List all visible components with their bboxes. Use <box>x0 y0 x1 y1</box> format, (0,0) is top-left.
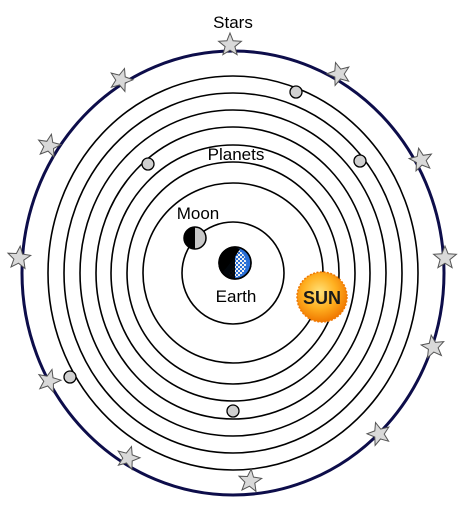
planets-label: Planets <box>208 145 265 164</box>
stars-label: Stars <box>213 13 253 32</box>
orbit-ring <box>126 161 340 385</box>
earth-icon <box>218 246 252 280</box>
star-icon <box>365 421 390 447</box>
star-icon <box>6 244 33 270</box>
moon-icon <box>183 226 207 250</box>
star-icon <box>37 132 63 159</box>
planets-group <box>63 85 367 418</box>
star-icon <box>110 67 135 93</box>
earth-label: Earth <box>216 287 257 306</box>
star-icon <box>407 146 433 173</box>
star-icon <box>432 244 458 269</box>
orbit-ring <box>110 144 356 402</box>
star-icon <box>217 31 243 56</box>
orbit-ring <box>181 221 285 325</box>
planet-icon <box>63 370 77 384</box>
orbit-ring <box>95 126 371 420</box>
stars-group <box>6 31 458 493</box>
planet-icon <box>289 85 303 99</box>
star-icon <box>419 333 445 359</box>
orbit-ring <box>47 75 419 471</box>
star-icon <box>37 368 63 394</box>
sun-label: SUN <box>303 288 341 308</box>
planet-icon <box>353 154 367 168</box>
orbit-ring <box>63 92 403 454</box>
star-icon <box>237 467 264 493</box>
orbit-rings <box>47 75 419 471</box>
star-icon <box>325 61 350 87</box>
sun-icon <box>296 271 348 323</box>
planet-icon <box>141 157 155 171</box>
moon-label: Moon <box>177 204 220 223</box>
orbit-ring <box>79 109 387 437</box>
star-icon <box>117 445 142 471</box>
planet-icon <box>226 404 240 418</box>
